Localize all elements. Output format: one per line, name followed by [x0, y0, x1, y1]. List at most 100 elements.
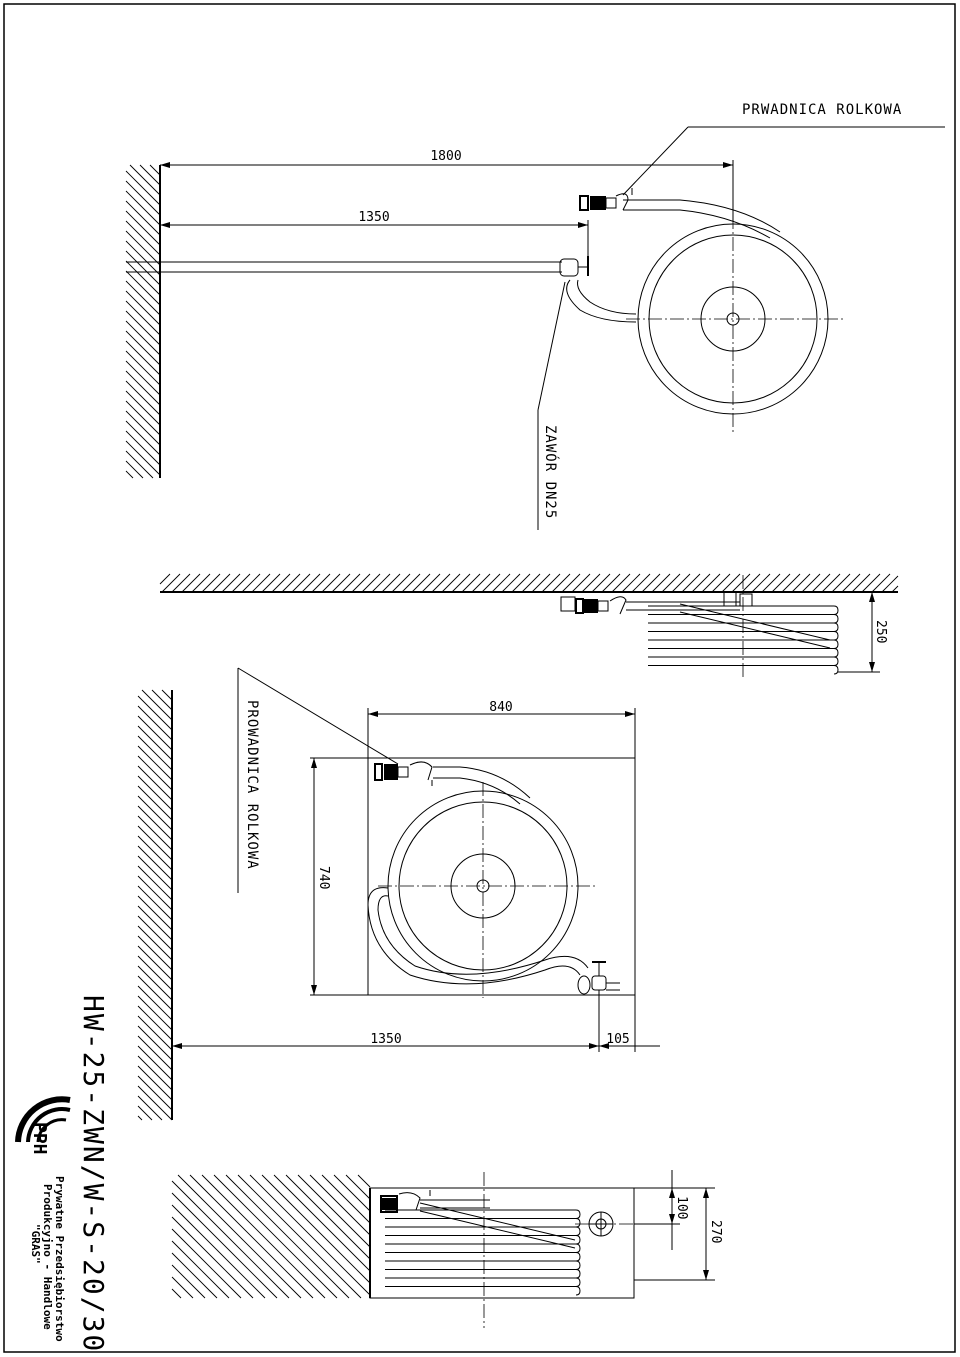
- hatch-line: [401, 573, 421, 593]
- dim-height-text: 740: [316, 866, 331, 889]
- hatch-line: [671, 573, 691, 593]
- hatch-line: [125, 420, 161, 456]
- hatch-line: [137, 1115, 143, 1121]
- hatch-line: [171, 1264, 206, 1299]
- hatch-line: [125, 170, 161, 206]
- sheet-border: [3, 3, 956, 1353]
- company-line2: Produkcyjno - Handlowe: [41, 1184, 54, 1330]
- hatch-line: [791, 573, 811, 593]
- coil-turn: [648, 665, 839, 675]
- hatch-line: [821, 573, 841, 593]
- hatch-line: [137, 745, 173, 781]
- hatch-line: [371, 573, 391, 593]
- hatch-line: [137, 825, 173, 861]
- hatch-line: [125, 200, 161, 236]
- nozzle-top: [579, 195, 589, 211]
- company-logo: PPH: [15, 1096, 71, 1155]
- hatch-line: [771, 573, 791, 593]
- hatch-line: [125, 360, 161, 396]
- hatch-line: [271, 573, 291, 593]
- dim-width-text: 840: [489, 700, 512, 715]
- hatch-line: [137, 845, 173, 881]
- hatch-line: [137, 945, 173, 981]
- hatch-line: [171, 1192, 278, 1299]
- label-guide-top: PRWADNICA ROLKOWA: [742, 102, 902, 118]
- hatch-line: [581, 573, 601, 593]
- hatch-line: [601, 573, 621, 593]
- hatch-line: [129, 164, 161, 196]
- hatch-line: [137, 855, 173, 891]
- coil-slant: [679, 603, 831, 649]
- hatch-line: [137, 725, 173, 761]
- hose-outlet-front: [433, 766, 531, 799]
- hatch-line: [171, 1252, 218, 1299]
- hatch-line: [137, 835, 173, 871]
- wall-hatch-front: [137, 689, 173, 1121]
- hatch-line: [125, 220, 161, 256]
- hatch-line: [831, 573, 851, 593]
- hatch-line: [691, 573, 711, 593]
- hatch-line: [351, 573, 371, 593]
- coil-turn: [648, 639, 839, 649]
- hatch-line: [137, 1005, 173, 1041]
- hatch-line: [151, 689, 173, 711]
- hatch-line: [481, 573, 501, 593]
- hatch-line: [137, 955, 173, 991]
- hatch-line: [125, 450, 154, 479]
- hatch-line: [137, 985, 173, 1021]
- hatch-line: [171, 1276, 194, 1299]
- hatch-line: [125, 380, 161, 416]
- hatch-line: [137, 875, 173, 911]
- hatch-line: [345, 1174, 371, 1200]
- hatch-line: [137, 965, 173, 1001]
- coil-turn: [385, 1286, 581, 1296]
- hatch-line: [171, 573, 191, 593]
- leader-guide-top: [622, 126, 689, 196]
- hatch-line: [741, 573, 761, 593]
- side-view: 100 270: [171, 1170, 723, 1328]
- hatch-line: [621, 573, 641, 593]
- hatch-line: [161, 573, 181, 593]
- hatch-line: [181, 573, 201, 593]
- hatch-line: [137, 1015, 173, 1051]
- coil-turn: [385, 1209, 581, 1219]
- hatch-line: [171, 1288, 182, 1299]
- wall-hatch-side: [171, 1174, 371, 1299]
- hatch-line: [211, 573, 231, 593]
- dim-offset-text: 105: [606, 1032, 629, 1047]
- hatch-line: [237, 1174, 362, 1299]
- coil-turn: [385, 1277, 581, 1287]
- coil-turn: [648, 656, 839, 666]
- hatch-line: [137, 1035, 173, 1071]
- coil-turn: [648, 614, 839, 624]
- hatch-line: [125, 240, 161, 276]
- hatch-line: [357, 1174, 371, 1188]
- hatch-line: [171, 1240, 230, 1299]
- hose-inlet-top: [566, 279, 637, 323]
- hatch-line: [125, 440, 161, 476]
- hatch-line: [171, 1216, 254, 1299]
- drawing-title: HW-25-ZWN/W-S-20/30: [77, 995, 110, 1353]
- leader-guide-front: [237, 667, 399, 765]
- hatch-line: [281, 573, 301, 593]
- nozzle-front: [374, 763, 383, 781]
- coil-slant: [419, 1202, 576, 1249]
- hatch-line: [631, 573, 651, 593]
- hatch-line: [851, 573, 871, 593]
- hatch-line: [125, 400, 161, 436]
- hatch-line: [137, 715, 173, 751]
- coil-turn: [385, 1235, 581, 1245]
- hatch-line: [611, 573, 631, 593]
- hatch-line: [711, 573, 731, 593]
- hatch-line: [541, 573, 561, 593]
- hatch-line: [189, 1174, 314, 1299]
- hatch-line: [139, 164, 161, 186]
- hatch-line: [137, 805, 173, 841]
- hatch-line: [137, 695, 173, 731]
- coil-turn: [385, 1218, 581, 1228]
- hatch-line: [431, 573, 451, 593]
- hatch-line: [333, 1174, 371, 1212]
- hatch-line: [137, 1045, 173, 1081]
- hatch-line: [441, 573, 461, 593]
- hatch-line: [125, 260, 161, 296]
